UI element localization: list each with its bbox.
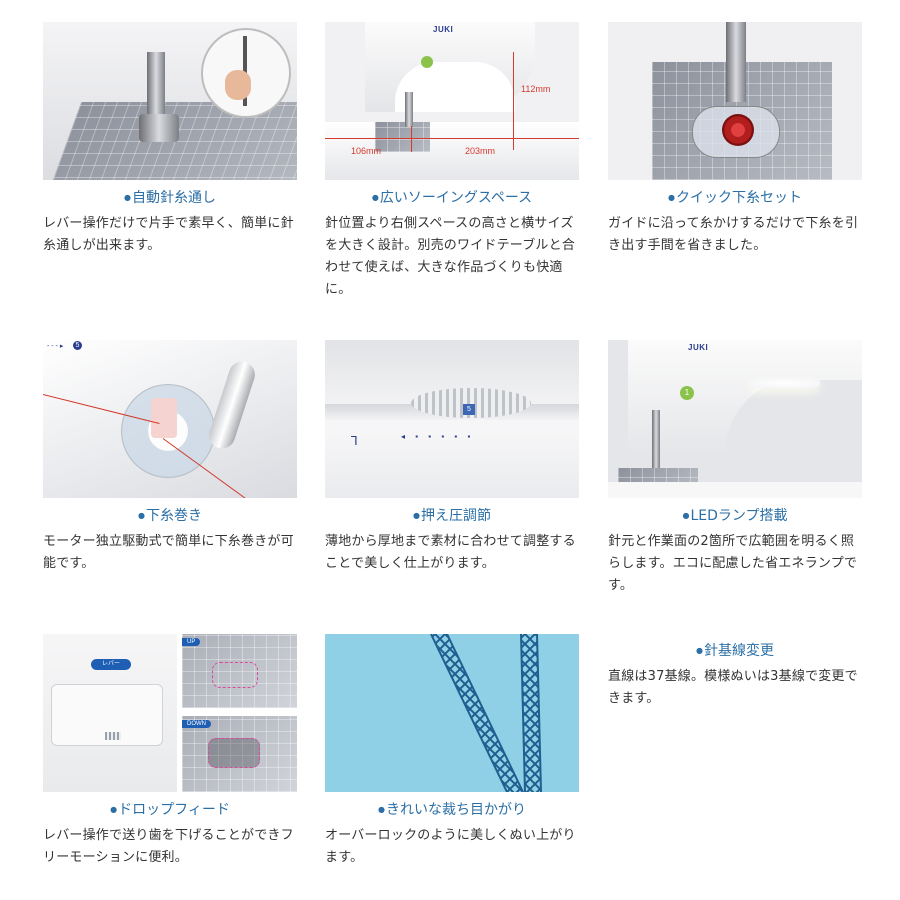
- feature-card-needle-position: 針基線変更 直線は37基線。模様ぬいは3基線で変更できます。: [608, 642, 862, 710]
- feature-card-overlock: きれいな裁ち目かがり オーバーロックのように美しくぬい上がります。: [325, 634, 579, 869]
- feature-title: きれいな裁ち目かがり: [325, 801, 579, 819]
- led-lamp-photo: JUKI 1: [608, 340, 862, 498]
- feature-description: 薄地から厚地まで素材に合わせて調整することで美しく仕上がります。: [325, 534, 576, 571]
- feature-card-drop-feed: レバー UP DOWN ドロップフィード レバー操作で送り歯を下げることができフ…: [43, 634, 297, 869]
- start-button-icon: 1: [680, 386, 694, 400]
- feed-up-label: UP: [182, 638, 201, 646]
- drop-feed-photo: レバー UP DOWN: [43, 634, 297, 792]
- feature-title: 押え圧調節: [325, 507, 579, 525]
- feature-description: 針元と作業面の2箇所で広範囲を明るく照らします。エコに配慮した省エネランプです。: [608, 534, 858, 593]
- overlock-stitch-icon: [430, 634, 542, 792]
- brand-logo: JUKI: [688, 343, 709, 352]
- drop-feed-lever: [105, 732, 121, 740]
- feature-card-presser-dial: 5 ⅂ ◂ ▪ ▪ ▪ ▪ ▪ 押え圧調節 薄地から厚地まで素材に合わせて調整す…: [325, 340, 579, 575]
- height-measure: 112mm: [521, 84, 551, 94]
- feature-description: 直線は37基線。模様ぬいは3基線で変更できます。: [608, 669, 858, 706]
- threader-inset: [201, 28, 291, 118]
- feature-title: LEDランプ搭載: [608, 507, 862, 525]
- feed-down-label: DOWN: [182, 720, 211, 728]
- step-number-badge: 5: [73, 341, 82, 350]
- right-width-measure: 203mm: [465, 146, 496, 156]
- feature-card-led-lamp: JUKI 1 LEDランプ搭載 針元と作業面の2箇所で広範囲を明るく照らします。…: [608, 340, 862, 597]
- feature-description: レバー操作だけで片手で素早く、簡単に針糸通しが出来ます。: [43, 216, 294, 253]
- feature-description: ガイドに沿って糸かけするだけで下糸を引き出す手間を省きました。: [608, 216, 859, 253]
- feature-description: 針位置より右側スペースの高さと横サイズを大きく設計。別売のワイドテーブルと合わせ…: [325, 216, 576, 297]
- feature-description: レバー操作で送り歯を下げることができフリーモーションに便利。: [43, 828, 294, 865]
- feature-card-sewing-space: JUKI 112mm 106mm 203mm 広いソーイングスペース 針位置より…: [325, 22, 579, 301]
- left-width-measure: 106mm: [351, 146, 382, 156]
- feature-description: オーバーロックのように美しくぬい上がります。: [325, 828, 576, 865]
- overlock-stitch-photo: [325, 634, 579, 792]
- feature-card-quick-bobbin: クイック下糸セット ガイドに沿って糸かけするだけで下糸を引き出す手間を省きました…: [608, 22, 862, 257]
- start-button-icon: [421, 56, 433, 68]
- quick-bobbin-photo: [608, 22, 862, 180]
- feature-card-needle-threader: 自動針糸通し レバー操作だけで片手で素早く、簡単に針糸通しが出来ます。: [43, 22, 297, 257]
- bobbin-winder-photo: - - - ▸ 5: [43, 340, 297, 498]
- feature-title: 自動針糸通し: [43, 189, 297, 207]
- dial-value: 5: [463, 404, 475, 415]
- led-light-icon: [750, 378, 820, 388]
- lever-label: レバー: [91, 659, 131, 670]
- feature-title: 広いソーイングスペース: [325, 189, 579, 207]
- needle-threader-photo: [43, 22, 297, 180]
- feature-description: モーター独立駆動式で簡単に下糸巻きが可能です。: [43, 534, 294, 571]
- presser-dial-photo: 5 ⅂ ◂ ▪ ▪ ▪ ▪ ▪: [325, 340, 579, 498]
- dial-scale-icon: ◂ ▪ ▪ ▪ ▪ ▪: [401, 432, 475, 441]
- feature-card-bobbin-winder: - - - ▸ 5 下糸巻き モーター独立駆動式で簡単に下糸巻きが可能です。: [43, 340, 297, 575]
- feature-title: ドロップフィード: [43, 801, 297, 819]
- presser-foot-icon: ⅂: [351, 434, 358, 448]
- feature-title: クイック下糸セット: [608, 189, 862, 207]
- thread-path-arrow-icon: - - - ▸: [47, 343, 64, 350]
- sewing-space-photo: JUKI 112mm 106mm 203mm: [325, 22, 579, 180]
- feature-title: 針基線変更: [608, 642, 862, 660]
- feature-title: 下糸巻き: [43, 507, 297, 525]
- brand-logo: JUKI: [433, 25, 454, 34]
